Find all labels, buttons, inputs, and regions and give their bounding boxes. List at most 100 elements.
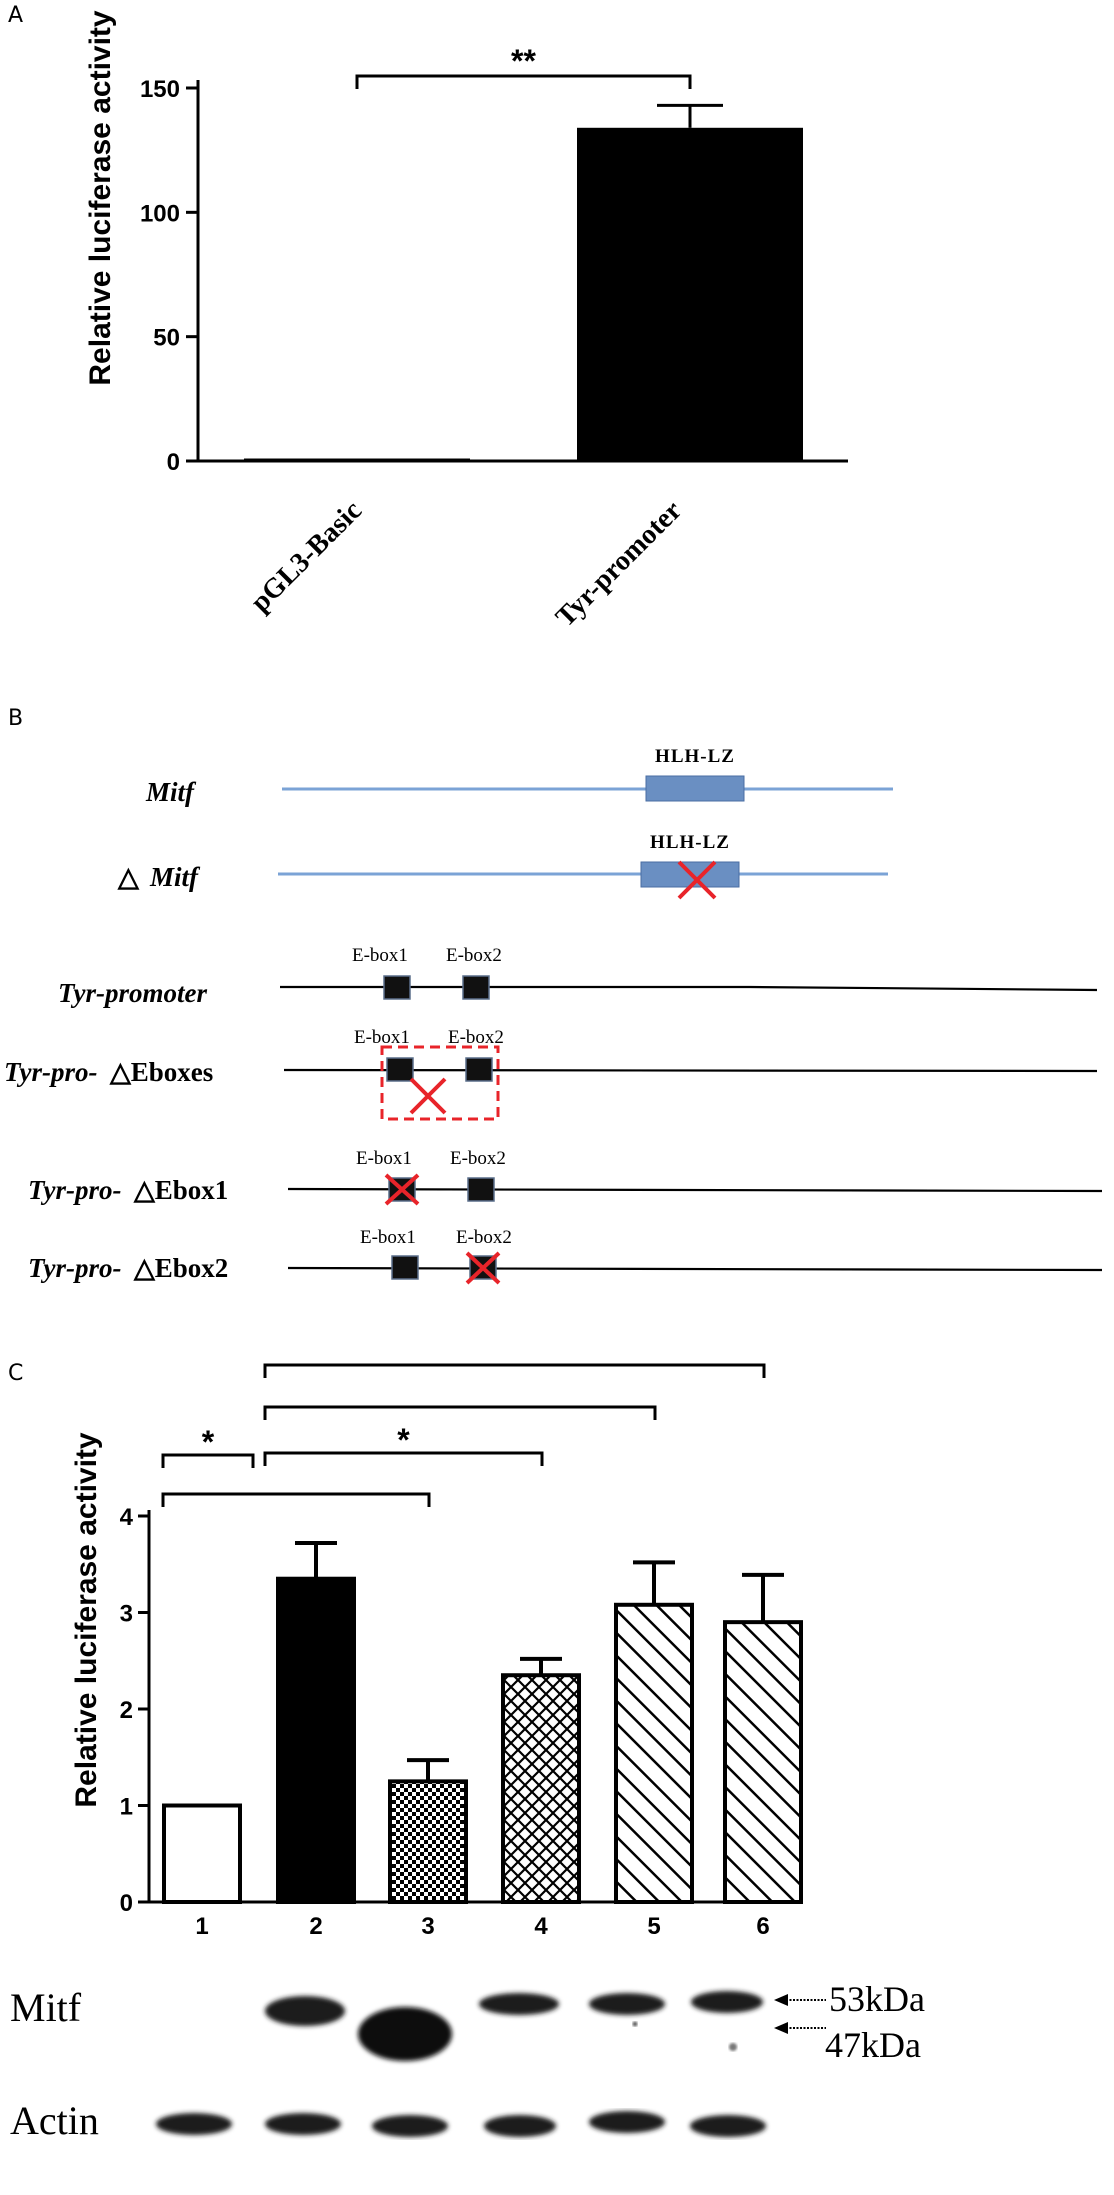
construct-line-3 bbox=[287, 1266, 1103, 1272]
ebox1-1 bbox=[386, 1057, 414, 1082]
chart-c-sig-label: * bbox=[202, 1424, 215, 1460]
chart-c-ytick-label: 3 bbox=[120, 1601, 133, 1628]
western-blot: Mitf Actin 53kDa 47kDa bbox=[10, 1979, 925, 2143]
actin-band-2 bbox=[265, 2113, 341, 2135]
chart-c: Relative luciferase activity 0 1 2 3 4 * * 1 2… bbox=[70, 1363, 803, 1940]
construct-line-1 bbox=[283, 1068, 1098, 1073]
panel-letter-c: C bbox=[8, 1361, 23, 1386]
chart-c-xlabel: 2 bbox=[309, 1913, 322, 1940]
chart-c-sig-bracket bbox=[263, 1405, 657, 1420]
chart-c-xlabel: 6 bbox=[756, 1913, 769, 1940]
construct-diagram: Mitf HLH-LZ △ Mitf HLH-LZ Tyr-promoter E… bbox=[4, 746, 1103, 1285]
chart-c-sig-bracket bbox=[161, 1453, 255, 1468]
delta-mitf-prefix: △ bbox=[117, 862, 140, 892]
delete-cross-icon-ebox2 bbox=[465, 1251, 501, 1285]
chart-c-bar-6 bbox=[723, 1620, 803, 1905]
chart-a-bar-pGL3-Basic bbox=[244, 458, 470, 461]
delta-mitf-label: Mitf bbox=[149, 862, 201, 892]
blot-speck bbox=[729, 2043, 737, 2051]
blot-label-actin: Actin bbox=[10, 2098, 99, 2143]
chart-c-xlabel: 5 bbox=[647, 1913, 660, 1940]
ebox2-2 bbox=[467, 1177, 495, 1202]
chart-c-ytick-label: 1 bbox=[120, 1794, 133, 1821]
chart-a-ytick-label: 0 bbox=[167, 449, 180, 476]
ebox1-3 bbox=[391, 1255, 419, 1280]
chart-c-sig-label: * bbox=[397, 1422, 410, 1458]
chart-c-sig-bracket bbox=[263, 1451, 544, 1466]
construct-line-0 bbox=[280, 985, 1098, 992]
construct-suffix-3: △Ebox2 bbox=[133, 1253, 228, 1283]
ebox1-label-3: E-box1 bbox=[360, 1227, 416, 1248]
actin-band-6 bbox=[690, 2115, 766, 2137]
construct-label-2: Tyr-pro- bbox=[28, 1175, 121, 1205]
delete-cross-icon-ebox1 bbox=[384, 1173, 420, 1206]
actin-bands bbox=[156, 2111, 766, 2137]
mitf-band-3 bbox=[358, 2007, 452, 2061]
panel-letter-b: B bbox=[8, 706, 23, 731]
chart-a-bar-Tyr-promoter bbox=[577, 127, 803, 461]
delete-cross-icon bbox=[677, 860, 717, 900]
chart-a-ylabel: Relative luciferase activity bbox=[84, 10, 117, 386]
chart-c-xlabel: 1 bbox=[195, 1913, 208, 1940]
actin-band-1 bbox=[156, 2113, 232, 2135]
ebox2-label-1: E-box2 bbox=[448, 1027, 504, 1048]
ebox2-label-0: E-box2 bbox=[446, 945, 502, 966]
construct-suffix-1: △Eboxes bbox=[109, 1057, 213, 1087]
ebox1-0 bbox=[383, 975, 411, 1000]
deleted-region-box bbox=[380, 1045, 500, 1121]
chart-a-xlabel: pGL3-Basic bbox=[245, 495, 368, 618]
chart-c-xlabel: 3 bbox=[421, 1913, 434, 1940]
chart-c-xlabel: 4 bbox=[534, 1913, 548, 1940]
blot-label-mitf: Mitf bbox=[10, 1985, 82, 2030]
mitf-label: Mitf bbox=[145, 777, 197, 807]
marker-53kda: 53kDa bbox=[829, 1979, 925, 2019]
mitf-band-6 bbox=[691, 1991, 763, 2013]
hlh-lz-label: HLH-LZ bbox=[655, 746, 735, 767]
chart-a-ytick-label: 100 bbox=[140, 200, 180, 227]
chart-c-ytick-label: 4 bbox=[120, 1504, 134, 1531]
construct-label-3: Tyr-pro- bbox=[28, 1253, 121, 1283]
construct-line-2 bbox=[287, 1187, 1103, 1193]
chart-c-sig-bracket bbox=[263, 1363, 766, 1378]
panel-letter-a: A bbox=[8, 3, 23, 28]
chart-a-ytick-label: 50 bbox=[153, 325, 180, 352]
ebox2-label-2: E-box2 bbox=[450, 1148, 506, 1169]
chart-c-sig-bracket bbox=[161, 1492, 431, 1507]
mitf-bands bbox=[265, 1991, 763, 2061]
blot-speck bbox=[632, 2021, 638, 2027]
ebox1-label-1: E-box1 bbox=[354, 1027, 410, 1048]
marker-arrow-47-icon bbox=[774, 2022, 826, 2034]
chart-c-bar-2 bbox=[276, 1576, 356, 1904]
chart-c-ylabel: Relative luciferase activity bbox=[70, 1432, 103, 1808]
mitf-band-2 bbox=[265, 1996, 345, 2026]
ebox1-label-2: E-box1 bbox=[356, 1148, 412, 1169]
ebox2-label-3: E-box2 bbox=[456, 1227, 512, 1248]
chart-a-ytick-label: 150 bbox=[140, 76, 180, 103]
delete-cross-icon-eboxes bbox=[409, 1077, 447, 1115]
marker-47kda: 47kDa bbox=[825, 2025, 921, 2065]
chart-c-bar-3 bbox=[388, 1779, 468, 1904]
mitf-band-5 bbox=[589, 1993, 665, 2015]
construct-label-0: Tyr-promoter bbox=[58, 978, 207, 1008]
ebox2-1 bbox=[465, 1057, 493, 1082]
ebox2-0 bbox=[462, 975, 490, 1000]
delta-hlh-lz-label: HLH-LZ bbox=[650, 832, 730, 853]
actin-band-3 bbox=[372, 2115, 448, 2137]
construct-suffix-2: △Ebox1 bbox=[133, 1175, 228, 1205]
chart-a: Relative luciferase activity 0 50 100 150 *… bbox=[84, 10, 848, 633]
chart-a-sig-bracket bbox=[355, 74, 692, 89]
construct-label-1: Tyr-pro- bbox=[4, 1057, 97, 1087]
ebox1-label-0: E-box1 bbox=[352, 945, 408, 966]
mitf-band-4 bbox=[479, 1993, 559, 2015]
actin-band-5 bbox=[589, 2111, 665, 2133]
chart-c-bar-1 bbox=[162, 1803, 242, 1904]
chart-c-bar-5 bbox=[614, 1602, 694, 1905]
actin-band-4 bbox=[484, 2115, 556, 2137]
chart-c-ytick-label: 0 bbox=[120, 1890, 133, 1917]
chart-a-xlabel: Tyr-promoter bbox=[550, 495, 688, 633]
chart-a-sig-label: ** bbox=[511, 43, 536, 79]
chart-c-bar-4 bbox=[501, 1673, 581, 1904]
hlh-lz-domain bbox=[645, 775, 745, 802]
chart-c-ytick-label: 2 bbox=[120, 1697, 133, 1724]
